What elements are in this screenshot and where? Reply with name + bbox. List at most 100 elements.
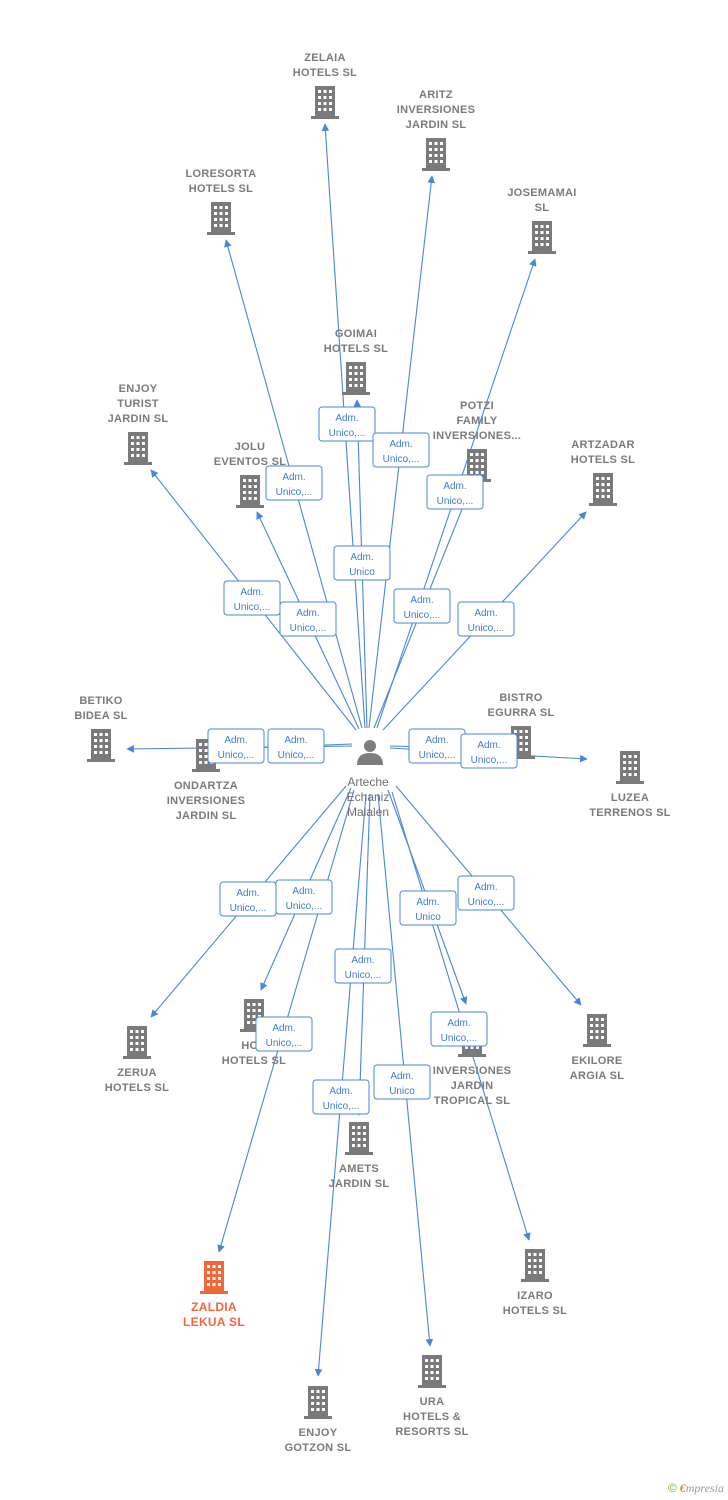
company-label: JARDIN SL xyxy=(329,1178,390,1190)
company-label: POTZI xyxy=(460,400,494,412)
relation-label-ondartza[interactable]: Adm.Unico,... xyxy=(267,728,325,764)
brand-logo-text: mpresia xyxy=(685,1481,724,1495)
company-label: AMETS xyxy=(339,1163,379,1175)
company-label: EKILORE xyxy=(572,1055,623,1067)
relation-label-betiko[interactable]: Adm.Unico,... xyxy=(207,728,265,764)
company-node-luzea[interactable]: LUZEA TERRENOS SL xyxy=(589,751,671,819)
relation-label-hod[interactable]: Adm.Unico,... xyxy=(275,879,333,915)
relation-label-zerua[interactable]: Adm.Unico,... xyxy=(219,881,277,917)
company-node-bistro[interactable]: BISTRO EGURRA SL xyxy=(487,692,554,759)
relation-label-zelaia[interactable]: Adm.Unico,... xyxy=(318,406,376,442)
relation-text: Unico,... xyxy=(276,487,313,498)
building-icon xyxy=(422,138,450,171)
relation-text: Unico xyxy=(389,1086,415,1097)
building-icon xyxy=(583,1014,611,1047)
relation-label-ekilore[interactable]: Adm.Unico,... xyxy=(457,875,515,911)
company-label: JARDIN SL xyxy=(108,413,169,425)
relation-label-amets[interactable]: Adm.Unico,... xyxy=(334,948,392,984)
company-label: TURIST xyxy=(117,398,159,410)
building-icon xyxy=(311,86,339,119)
relation-label-ura[interactable]: Adm.Unico xyxy=(373,1064,431,1100)
company-label: LORESORTA xyxy=(186,168,257,180)
company-label: LEKUA SL xyxy=(183,1315,245,1329)
relation-label-enjoy-turist[interactable]: Adm.Unico,... xyxy=(223,580,281,616)
company-node-potzi[interactable]: POTZIFAMILYINVERSIONES... xyxy=(433,400,522,482)
building-icon xyxy=(342,362,370,395)
relation-label-josemamai[interactable]: Adm.Unico,... xyxy=(426,474,484,510)
relation-text: Unico,... xyxy=(266,1038,303,1049)
footer-brand[interactable]: © €mpresia xyxy=(668,1481,724,1496)
relation-text: Adm. xyxy=(474,608,497,619)
relation-text: Unico,... xyxy=(230,903,267,914)
building-icon xyxy=(521,1249,549,1282)
relation-label-bistro[interactable]: Adm.Unico,... xyxy=(408,728,466,764)
relation-text: Unico,... xyxy=(468,623,505,634)
relation-text: Unico,... xyxy=(383,454,420,465)
relation-label-loresorta[interactable]: Adm.Unico,... xyxy=(265,465,323,501)
relation-text: Unico,... xyxy=(441,1033,478,1044)
relation-label-izaro[interactable]: Adm.Unico,... xyxy=(430,1011,488,1047)
company-label: EGURRA SL xyxy=(487,707,554,719)
company-label: BIDEA SL xyxy=(74,710,127,722)
building-icon xyxy=(123,1026,151,1059)
relation-text: Unico,... xyxy=(404,610,441,621)
relation-labels-layer: Adm. Unico,... Adm. Unico,... Adm. Unico,... A… xyxy=(207,406,518,1115)
relation-text: Adm. xyxy=(224,735,247,746)
relation-text: Unico,... xyxy=(234,602,271,613)
relation-text: Adm. xyxy=(351,955,374,966)
relation-label-luzea[interactable]: Adm.Unico,... xyxy=(460,733,518,769)
company-label: RESORTS SL xyxy=(395,1426,468,1438)
company-label: SL xyxy=(535,202,550,214)
relation-label-inv-tropical[interactable]: Adm.Unico xyxy=(399,890,457,926)
relation-text: Unico xyxy=(415,912,441,923)
relation-label-jolu[interactable]: Adm.Unico,... xyxy=(279,601,337,637)
brand-logo-initial: € xyxy=(679,1481,686,1495)
company-label: BISTRO xyxy=(499,692,542,704)
relation-text: Adm. xyxy=(292,886,315,897)
building-icon xyxy=(345,1122,373,1155)
company-label: ZALDIA xyxy=(191,1300,237,1314)
relation-label-enjoy-gotzon[interactable]: Adm.Unico,... xyxy=(312,1079,370,1115)
relation-text: Adm. xyxy=(425,735,448,746)
relation-text: Adm. xyxy=(410,595,433,606)
relation-label-goimai[interactable]: Adm.Unico xyxy=(333,545,391,581)
person-name: Echaniz xyxy=(347,790,390,804)
company-label: HOTELS SL xyxy=(324,343,388,355)
company-label: LUZEA xyxy=(611,792,649,804)
relation-label-potzi[interactable]: Adm. Unico,... xyxy=(393,588,451,624)
relation-label-aritz[interactable]: Adm.Unico,... xyxy=(372,432,430,468)
company-node-amets[interactable]: AMETS JARDIN SL xyxy=(329,1122,390,1190)
company-label: ENJOY xyxy=(299,1427,338,1439)
building-icon xyxy=(207,202,235,235)
relation-label-zaldia[interactable]: Adm.Unico,... xyxy=(255,1016,313,1052)
company-label: ONDARTZA xyxy=(174,780,238,792)
company-label: HOTELS SL xyxy=(503,1305,567,1317)
company-label: TERRENOS SL xyxy=(589,807,671,819)
copyright-icon: © xyxy=(667,1481,677,1495)
company-label: HOTELS SL xyxy=(222,1055,286,1067)
relation-label-artzadar[interactable]: Adm. Unico,... xyxy=(457,601,515,637)
relation-text: Adm. xyxy=(335,413,358,424)
relation-text: Unico xyxy=(349,567,375,578)
relation-text: Unico,... xyxy=(323,1101,360,1112)
building-icon xyxy=(87,729,115,762)
